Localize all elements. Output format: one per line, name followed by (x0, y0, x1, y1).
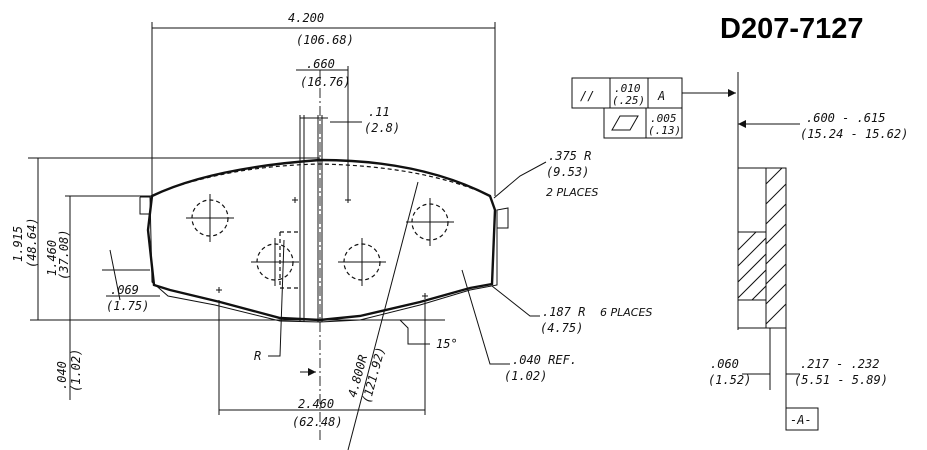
dim-chamfer-ref: .040 REF. (512, 353, 577, 367)
hole-lower-right (338, 238, 386, 286)
dim-corner-radius: .375 R (548, 149, 591, 163)
parallelism-value-mm: (.25) (612, 94, 645, 107)
dim-bottom-offset-mm: (1.02) (69, 349, 83, 392)
dim-slot-offset: .11 (368, 105, 390, 119)
dim-shim-mm: (1.52) (708, 373, 751, 387)
dim-thickness-mm: (15.24 - 15.62) (800, 127, 908, 141)
radius-label: R (254, 349, 261, 363)
dim-backing-plate: .217 - .232 (800, 357, 879, 371)
datum-label: -A- (790, 413, 812, 427)
dim-overall-width: 4.200 (288, 11, 324, 25)
flatness-value: .005 (650, 112, 677, 125)
dim-slot-offset-mm: (2.8) (364, 121, 400, 135)
dim-backing-plate-mm: (5.51 - 5.89) (794, 373, 888, 387)
dim-chamfer-ref-mm: (1.02) (504, 369, 547, 383)
dim-hole-spacing: 2.460 (298, 397, 334, 411)
hole-lower-left (251, 238, 299, 286)
dim-overall-height: 1.915 (11, 226, 25, 262)
front-view: 4.200 (106.68) .660 (16.76) .11 (2.8) 1.… (11, 11, 652, 450)
flatness-symbol (611, 115, 639, 131)
dim-tab-width: .660 (306, 57, 335, 71)
backing-plate-edge (140, 196, 509, 323)
tolerance-frame: // .010 (.25) A .005 (.13) (571, 77, 736, 139)
dim-overall-height-mm: (48.64) (25, 217, 39, 268)
pad-outline (146, 158, 497, 322)
dim-thickness: .600 - .615 (806, 111, 885, 125)
note-small-places: 6 PLACES (600, 306, 652, 319)
dim-corner-radius-mm: (9.53) (546, 165, 589, 179)
hole-upper-left (186, 194, 234, 242)
flatness-value-mm: (.13) (648, 124, 681, 137)
dim-shim: .060 (710, 357, 739, 371)
dim-small-radius-mm: (4.75) (540, 321, 583, 335)
dim-inner-height: 1.460 (45, 240, 59, 276)
dim-edge-step: .069 (110, 283, 139, 297)
hole-upper-right (406, 198, 454, 246)
dim-bottom-offset: .040 (55, 361, 69, 390)
dim-tab-width-mm: (16.76) (300, 75, 351, 89)
dim-overall-width-mm: (106.68) (296, 33, 354, 47)
dim-small-radius: .187 R (542, 305, 585, 319)
part-number: D207-7127 (720, 13, 864, 45)
dim-inner-height-mm: (37.08) (57, 229, 71, 280)
side-view: .600 - .615 (15.24 - 15.62) .060 (1.52) … (708, 72, 908, 431)
note-corner-places: 2 PLACES (546, 186, 598, 199)
dim-hole-spacing-mm: (62.48) (292, 415, 343, 429)
parallelism-symbol: // (580, 89, 594, 103)
dim-angle: 15° (436, 337, 458, 351)
parallelism-value: .010 (614, 82, 641, 95)
dim-edge-step-mm: (1.75) (106, 299, 149, 313)
datum-ref: A (657, 89, 665, 103)
